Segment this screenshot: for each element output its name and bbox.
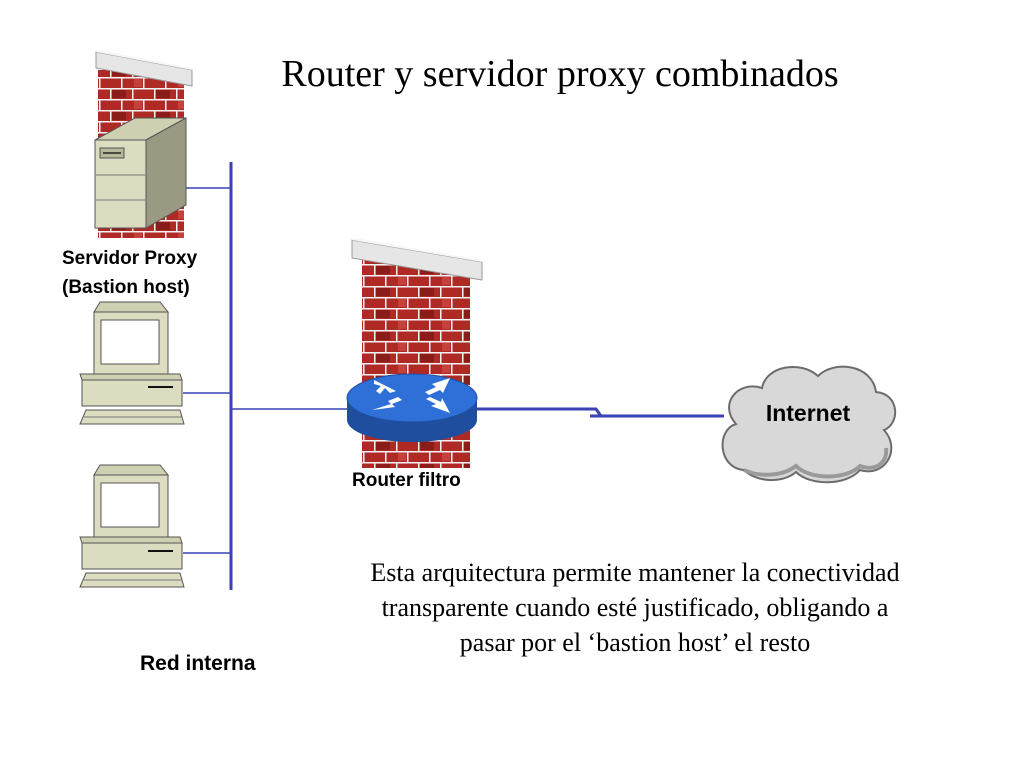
proxy-server-label: Servidor Proxy (Bastion host) — [62, 244, 197, 302]
description-line-1: Esta arquitectura permite mantener la co… — [370, 558, 900, 587]
proxy-server-label-line1: Servidor Proxy — [62, 248, 198, 269]
description-text: Esta arquitectura permite mantener la co… — [320, 555, 950, 660]
cloud-icon — [721, 365, 897, 484]
desktop-computer-icon — [79, 301, 185, 425]
slide-title: Router y servidor proxy combinados — [281, 53, 839, 95]
proxy-server-label-line2: (Bastion host) — [62, 277, 190, 298]
desktop-computer-icon — [79, 464, 185, 588]
internet-label: Internet — [765, 400, 851, 426]
wan-link — [475, 407, 724, 418]
description-line-2: transparente cuando esté justificado, ob… — [381, 593, 889, 622]
lan-label: Red interna — [140, 652, 256, 675]
router-icon — [346, 373, 478, 442]
description-line-3: pasar por el ‘bastion host’ el resto — [459, 628, 811, 657]
tower-server-icon — [94, 117, 187, 229]
router-label: Router filtro — [352, 470, 461, 491]
lan-bus — [183, 162, 348, 590]
